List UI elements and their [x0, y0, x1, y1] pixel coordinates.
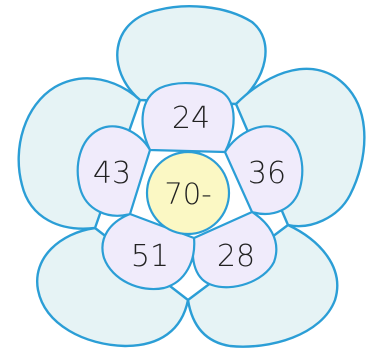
inner-petal-top-value: 24: [172, 101, 210, 136]
inner-petal-bottom-right-value: 28: [217, 239, 255, 274]
inner-petal-bottom-left-value: 51: [131, 239, 169, 274]
center-label: 70-: [164, 177, 211, 211]
inner-petal-left-value: 43: [93, 156, 131, 191]
inner-petal-right-value: 36: [248, 156, 286, 191]
